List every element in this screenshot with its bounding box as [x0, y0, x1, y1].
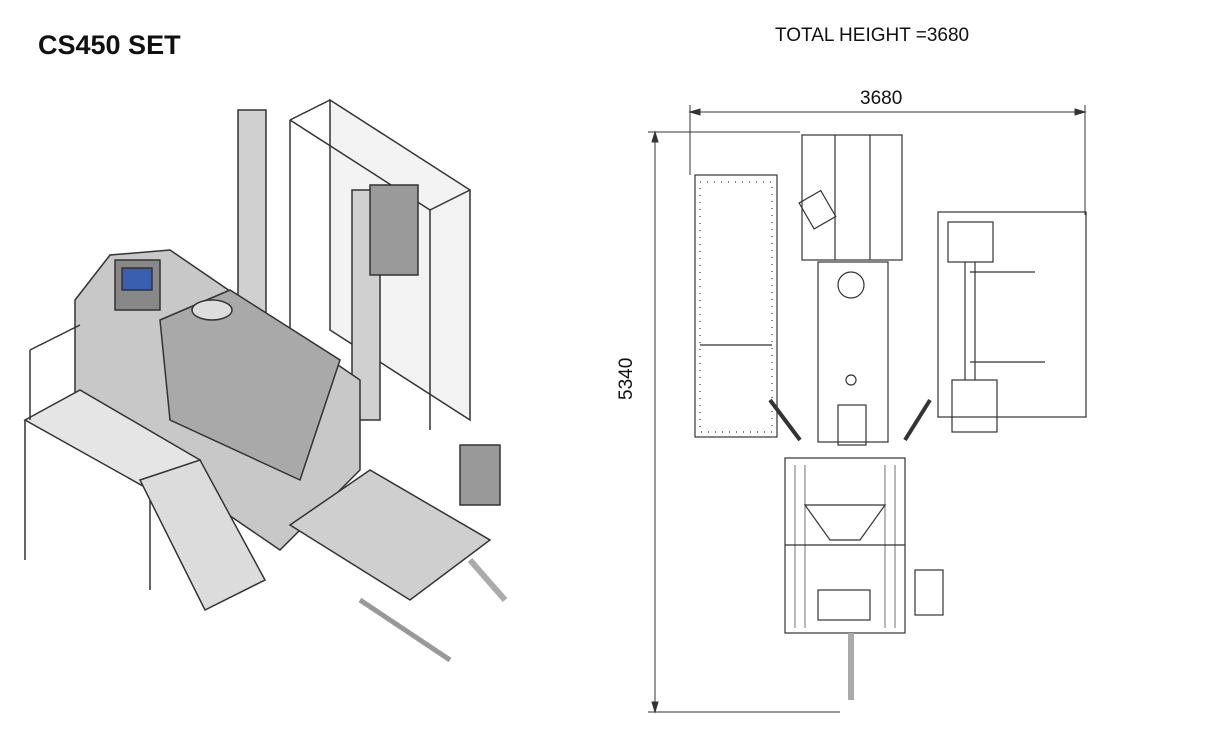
total-height-label: TOTAL HEIGHT =3680 — [775, 25, 970, 46]
isometric-view — [23, 98, 508, 663]
width-dimension-label: 3680 — [860, 88, 903, 109]
drawing-title: CS450 SET — [38, 30, 181, 60]
top-view — [694, 134, 1087, 700]
dimension-lines — [648, 105, 1087, 714]
